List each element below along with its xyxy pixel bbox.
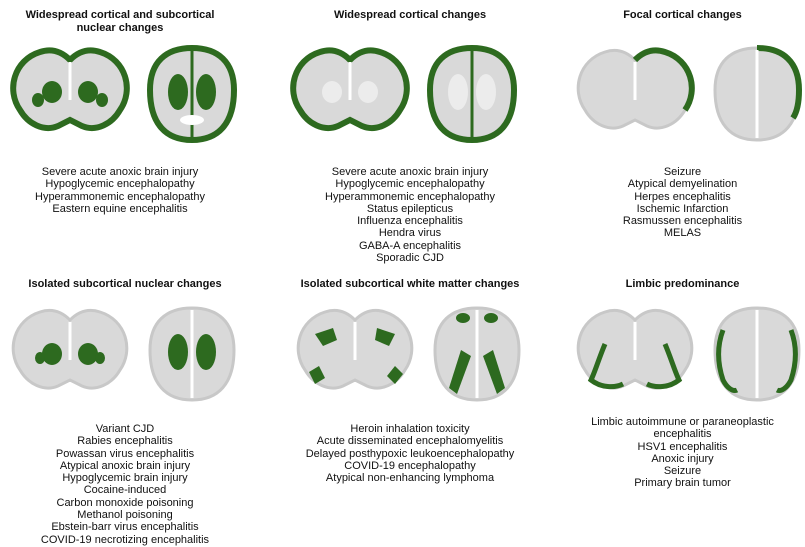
coronal-brain-icon: [290, 47, 410, 131]
condition-list-isolated-subcortical-nuclear: Variant CJD Rabies encephalitis Powassan…: [0, 423, 250, 546]
title-line: nuclear changes: [76, 22, 164, 34]
coronal-brain-icon: [296, 308, 414, 390]
axial-brain-icon: [713, 45, 803, 142]
list-item: Powassan virus encephalitis: [55, 447, 195, 460]
brain-illustrations-isolated-subcortical-white-matter: [296, 306, 521, 402]
list-item: Cocaine-induced: [83, 484, 167, 497]
title-line: Isolated subcortical nuclear changes: [28, 278, 222, 290]
list-item: Primary brain tumor: [634, 477, 731, 490]
coronal-brain-icon: [576, 308, 694, 390]
list-item: Ischemic Infarction: [636, 202, 729, 215]
coronal-brain-icon: [11, 308, 129, 390]
title-line: Focal cortical changes: [623, 9, 742, 21]
brain-illustrations-focal-cortical: [576, 45, 803, 142]
axial-brain-icon: [148, 306, 236, 402]
list-item: Limbic autoimmune or paraneoplastic: [591, 416, 774, 428]
brain-illustrations-widespread-cortical-subcortical: [10, 44, 238, 144]
list-item: COVID-19 encephalopathy: [344, 459, 476, 472]
list-item: Herpes encephalitis: [634, 190, 731, 203]
panel-title-widespread-cortical-subcortical: Widespread cortical and subcortical nucl…: [0, 9, 240, 35]
list-item: Delayed posthypoxic leukoencephalopathy: [305, 447, 515, 460]
condition-list-focal-cortical: Seizure Atypical demyelination Herpes en…: [560, 166, 805, 240]
list-item: Carbon monoxide poisoning: [56, 496, 194, 509]
condition-list-limbic-predominance: Limbic autoimmune or paraneoplastic ence…: [560, 416, 805, 490]
list-item: HSV1 encephalitis: [637, 440, 728, 453]
brain-illustrations-widespread-cortical: [290, 44, 518, 144]
list-item: Status epilepticus: [366, 202, 454, 215]
title-line: Widespread cortical changes: [333, 9, 487, 21]
panel-title-focal-cortical: Focal cortical changes: [560, 9, 805, 22]
list-item: Rabies encephalitis: [77, 435, 173, 448]
list-item: Methanol poisoning: [77, 509, 173, 522]
condition-list-widespread-cortical: Severe acute anoxic brain injury Hypogly…: [270, 166, 550, 264]
panel-title-isolated-subcortical-white-matter: Isolated subcortical white matter change…: [270, 278, 550, 291]
brain-illustrations-limbic-predominance: [576, 306, 801, 402]
list-item: Seizure: [663, 166, 702, 178]
list-item: Hyperammonemic encephalopathy: [35, 190, 205, 203]
list-item: MELAS: [663, 227, 702, 240]
list-item: Acute disseminated encephalomyelitis: [316, 435, 504, 448]
list-item: Heroin inhalation toxicity: [350, 423, 470, 435]
list-item: Variant CJD: [95, 423, 155, 435]
brain-illustrations-isolated-subcortical-nuclear: [11, 306, 236, 402]
panel-title-widespread-cortical: Widespread cortical changes: [270, 9, 550, 22]
list-item: Severe acute anoxic brain injury: [41, 166, 199, 178]
list-item: Eastern equine encephalitis: [52, 202, 188, 215]
axial-brain-icon: [426, 44, 518, 144]
title-line: Limbic predominance: [625, 278, 740, 290]
list-item: Hypoglycemic encephalopathy: [45, 178, 195, 191]
panel-title-limbic-predominance: Limbic predominance: [560, 278, 805, 291]
list-item: Severe acute anoxic brain injury: [331, 166, 489, 178]
panel-title-isolated-subcortical-nuclear: Isolated subcortical nuclear changes: [0, 278, 250, 291]
coronal-brain-icon: [576, 47, 695, 130]
list-item: encephalitis: [653, 428, 712, 441]
list-item: Atypical non-enhancing lymphoma: [325, 472, 495, 485]
coronal-brain-icon: [10, 47, 130, 131]
list-item: Ebstein-barr virus encephalitis: [51, 521, 199, 534]
list-item: Sporadic CJD: [376, 252, 444, 265]
condition-list-isolated-subcortical-white-matter: Heroin inhalation toxicity Acute dissemi…: [270, 423, 550, 484]
list-item: Atypical demyelination: [627, 178, 738, 191]
list-item: Hendra virus: [378, 227, 442, 240]
title-line: Widespread cortical and subcortical: [25, 9, 215, 21]
axial-brain-icon: [433, 306, 521, 402]
axial-brain-icon: [713, 306, 801, 402]
list-item: Hypoglycemic brain injury: [62, 472, 188, 485]
axial-brain-icon: [146, 44, 238, 144]
title-line: Isolated subcortical white matter change…: [300, 278, 520, 290]
list-item: Anoxic injury: [651, 452, 714, 465]
list-item: Hyperammonemic encephalopathy: [325, 190, 495, 203]
list-item: Seizure: [663, 465, 702, 478]
condition-list-widespread-cortical-subcortical: Severe acute anoxic brain injury Hypogly…: [0, 166, 240, 215]
list-item: GABA-A encephalitis: [358, 239, 462, 252]
list-item: Hypoglycemic encephalopathy: [335, 178, 485, 191]
list-item: Influenza encephalitis: [357, 215, 463, 228]
list-item: Atypical anoxic brain injury: [59, 459, 191, 472]
list-item: Rasmussen encephalitis: [622, 215, 743, 228]
list-item: COVID-19 necrotizing encephalitis: [40, 533, 210, 546]
